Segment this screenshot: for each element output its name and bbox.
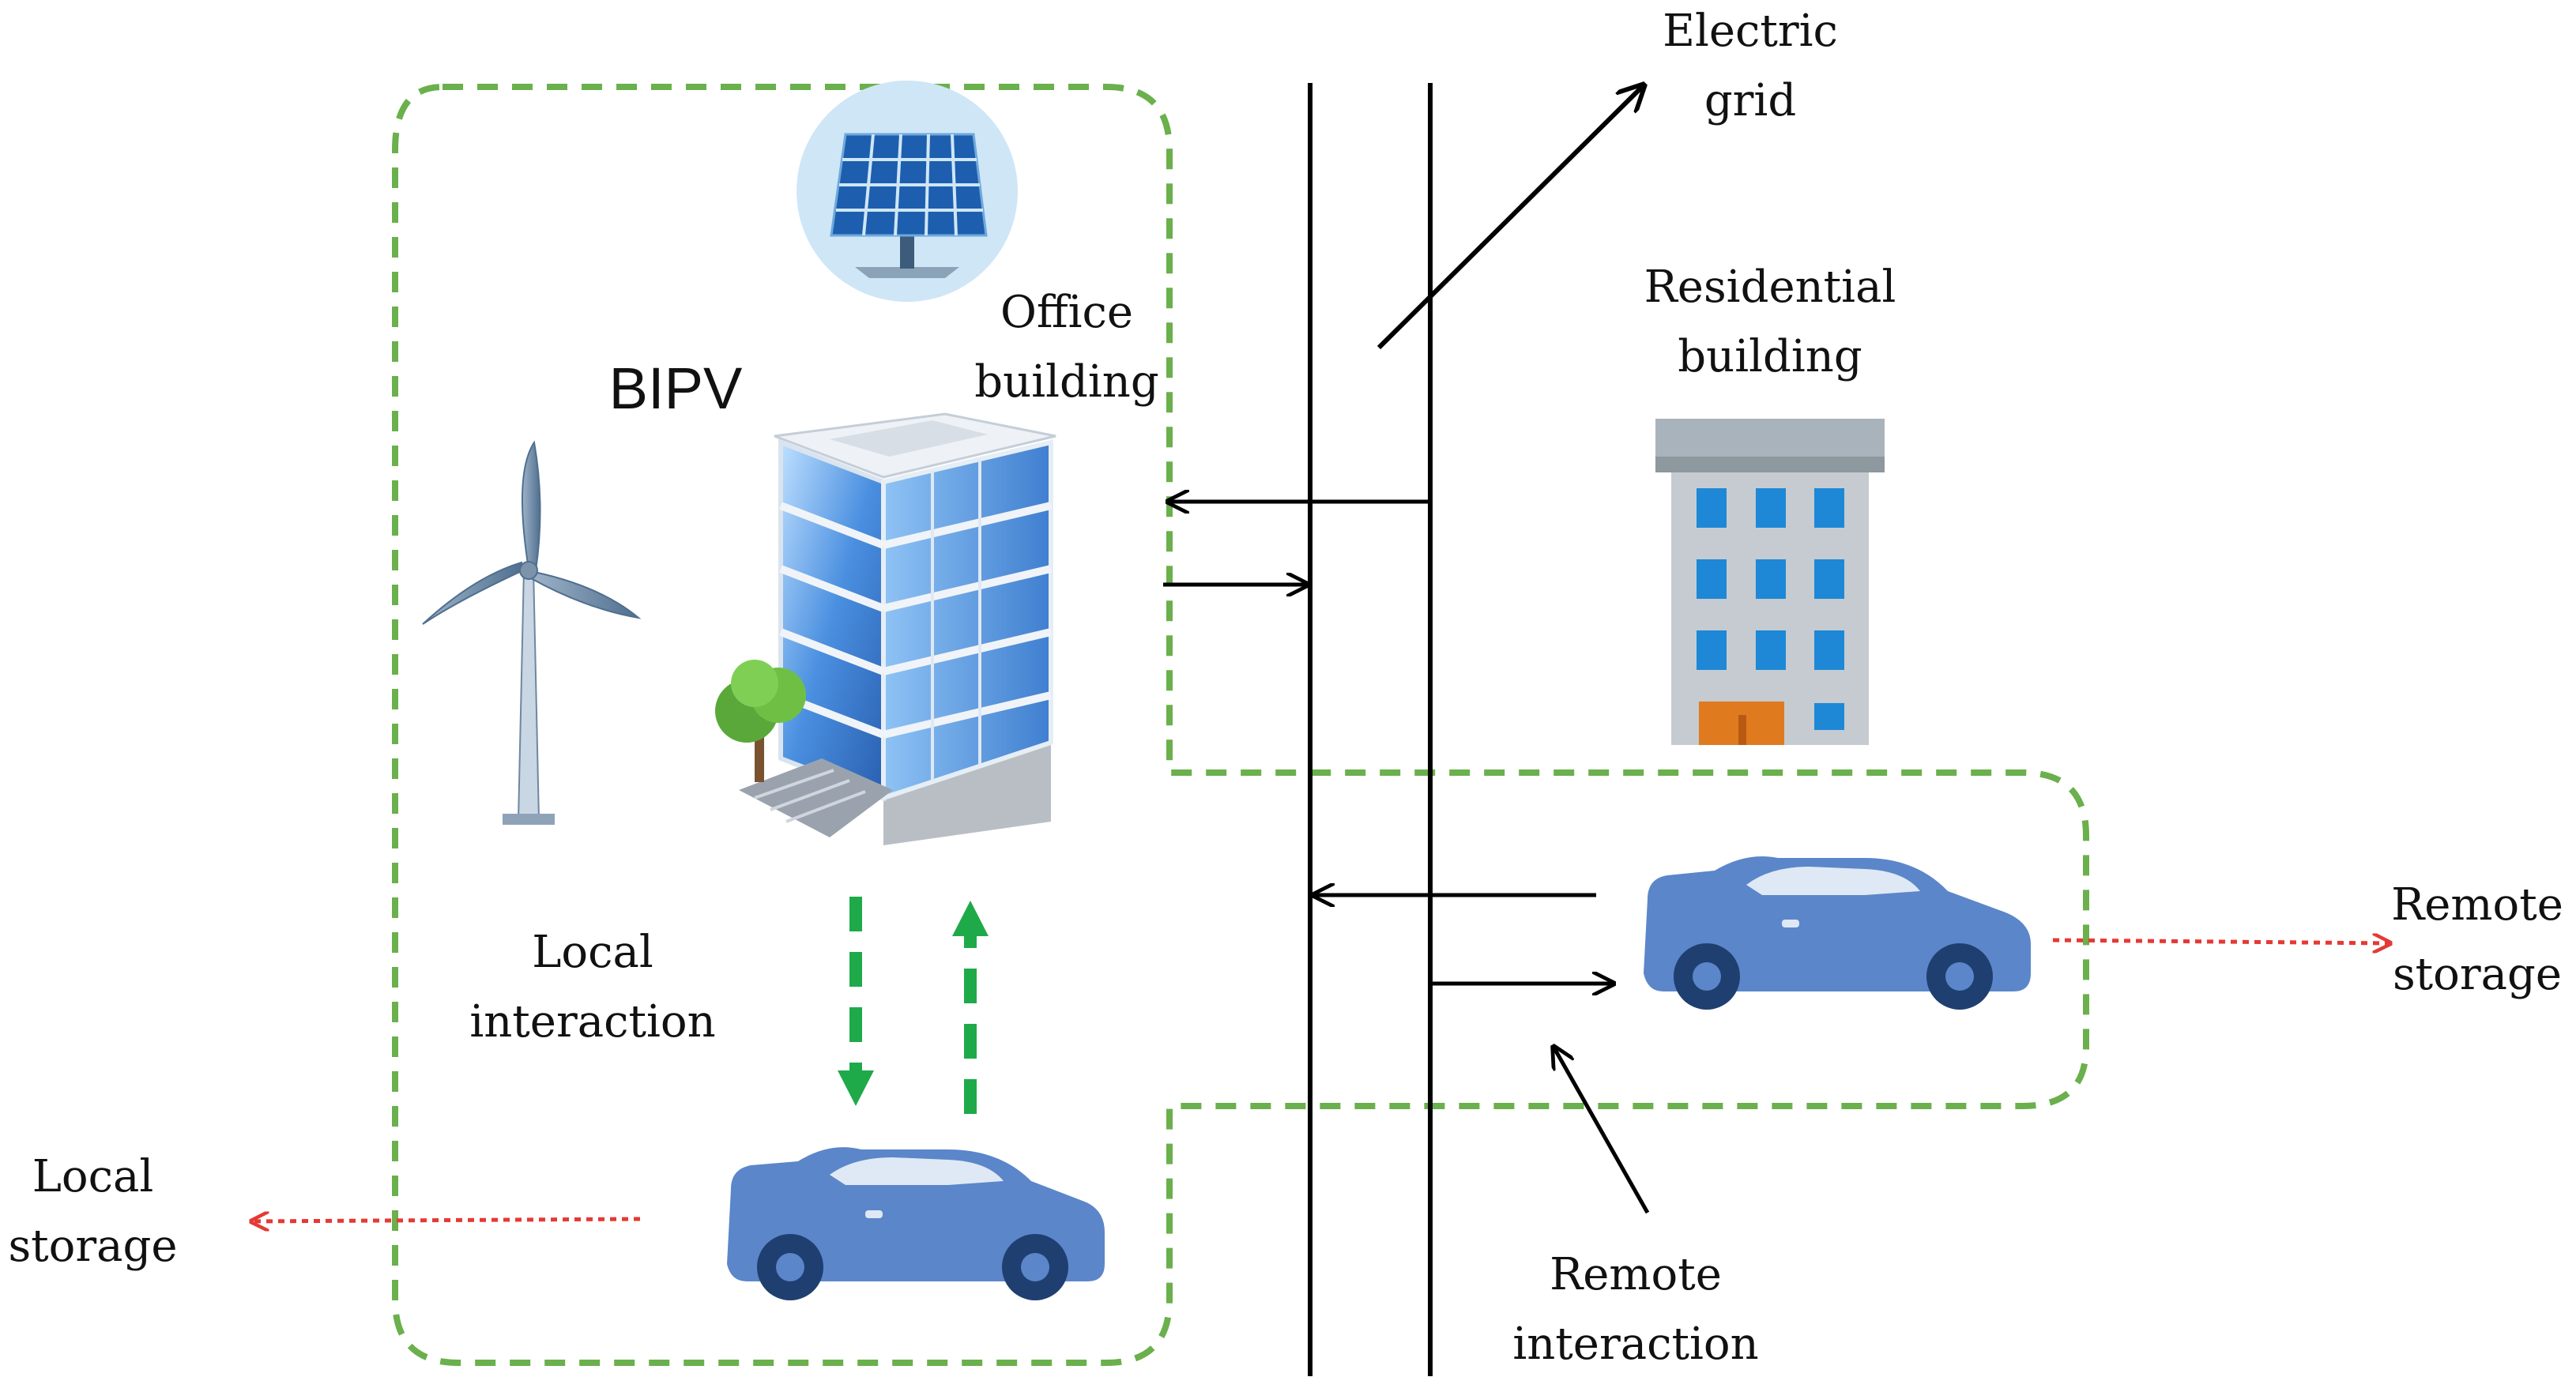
bipv-label: BIPV [608, 356, 743, 421]
local-community-boundary [392, 84, 2089, 1366]
office-building-icon [715, 412, 1056, 845]
local-storage-arrow [251, 1219, 641, 1221]
local-car-icon [727, 1147, 1105, 1300]
remote-interaction-pointer [1554, 1047, 1650, 1214]
local-storage-label: Local storage [8, 1151, 178, 1272]
local-flow-up-arrow [952, 901, 989, 1114]
local-interaction-label: Local interaction [469, 927, 716, 1048]
grid-pointer-arrow [1377, 85, 1644, 350]
residential-building-label: Residential building [1644, 261, 1896, 382]
solar-panel-icon [797, 81, 1018, 302]
remote-storage-label: Remote storage [2391, 879, 2563, 1000]
remote-storage-arrow [2052, 940, 2390, 943]
office-building-label: Office building [974, 287, 1159, 408]
local-flow-down-arrow [838, 897, 874, 1106]
electric-grid-label: Electric grid [1663, 6, 1838, 126]
remote-car-icon [1644, 856, 2031, 1010]
remote-interaction-label: Remote interaction [1512, 1249, 1759, 1370]
residential-building-icon [1655, 419, 1885, 745]
wind-turbine-icon [422, 440, 642, 825]
